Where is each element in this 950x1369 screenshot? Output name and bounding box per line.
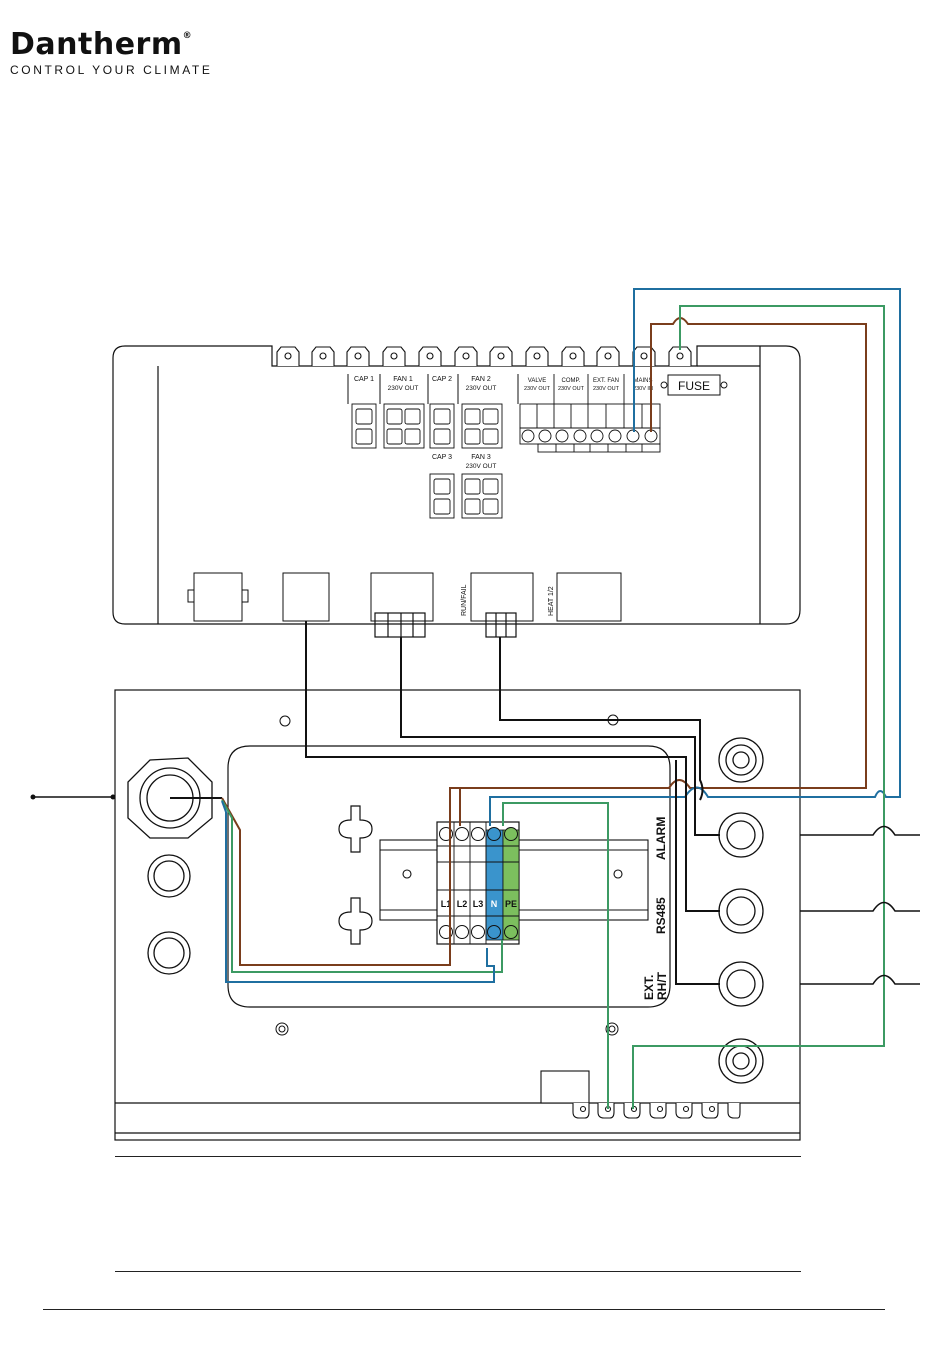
comp-label: COMP. <box>562 378 581 384</box>
fan2-sublabel: 230V OUT <box>466 385 497 392</box>
terminal-pe-label: PE <box>505 899 517 909</box>
heat-label: HEAT 1/2 <box>548 586 555 616</box>
extfan-sublabel: 230V OUT <box>593 386 620 392</box>
cable-glands-right <box>719 738 763 1083</box>
mains-sublabel: 230V IN <box>633 386 653 392</box>
runfail-label: RUN/FAIL <box>461 584 468 616</box>
external-wires <box>800 827 920 985</box>
footer-rule-top <box>115 1156 801 1157</box>
board-supply-wires <box>451 289 900 1109</box>
fan1-sublabel: 230V OUT <box>388 385 419 392</box>
mains-label: MAINS <box>633 378 652 384</box>
terminal-l3-label: L3 <box>473 899 484 909</box>
cap2-label: CAP 2 <box>432 376 452 383</box>
cable-glands-left <box>148 855 190 974</box>
footer-rule-middle <box>115 1271 801 1272</box>
extfan-label: EXT. FAN <box>593 378 619 384</box>
fan2-label: FAN 2 <box>471 376 491 383</box>
keyhole-mounts <box>339 806 372 944</box>
comp-sublabel: 230V OUT <box>558 386 585 392</box>
ext-label: EXT. <box>642 975 656 1000</box>
connector-blocks <box>352 404 502 518</box>
valve-sublabel: 230V OUT <box>524 386 551 392</box>
bottom-tabs <box>541 1071 740 1118</box>
terminal-n-label: N <box>491 899 498 909</box>
top-tabs <box>277 347 691 366</box>
alarm-label: ALARM <box>654 817 668 860</box>
rht-label: RH/T <box>655 971 669 1000</box>
fuse-label: FUSE <box>678 379 710 393</box>
rs485-label: RS485 <box>654 897 668 934</box>
board-bottom-connectors <box>188 573 621 621</box>
terminal-l2-label: L2 <box>457 899 468 909</box>
fan3-label: FAN 3 <box>471 454 491 461</box>
cap1-label: CAP 1 <box>354 376 374 383</box>
fan1-label: FAN 1 <box>393 376 413 383</box>
valve-label: VALVE <box>528 378 546 384</box>
footer-rule-bottom <box>43 1309 885 1310</box>
fan3-sublabel: 230V OUT <box>466 463 497 470</box>
cap3-label: CAP 3 <box>432 454 452 461</box>
